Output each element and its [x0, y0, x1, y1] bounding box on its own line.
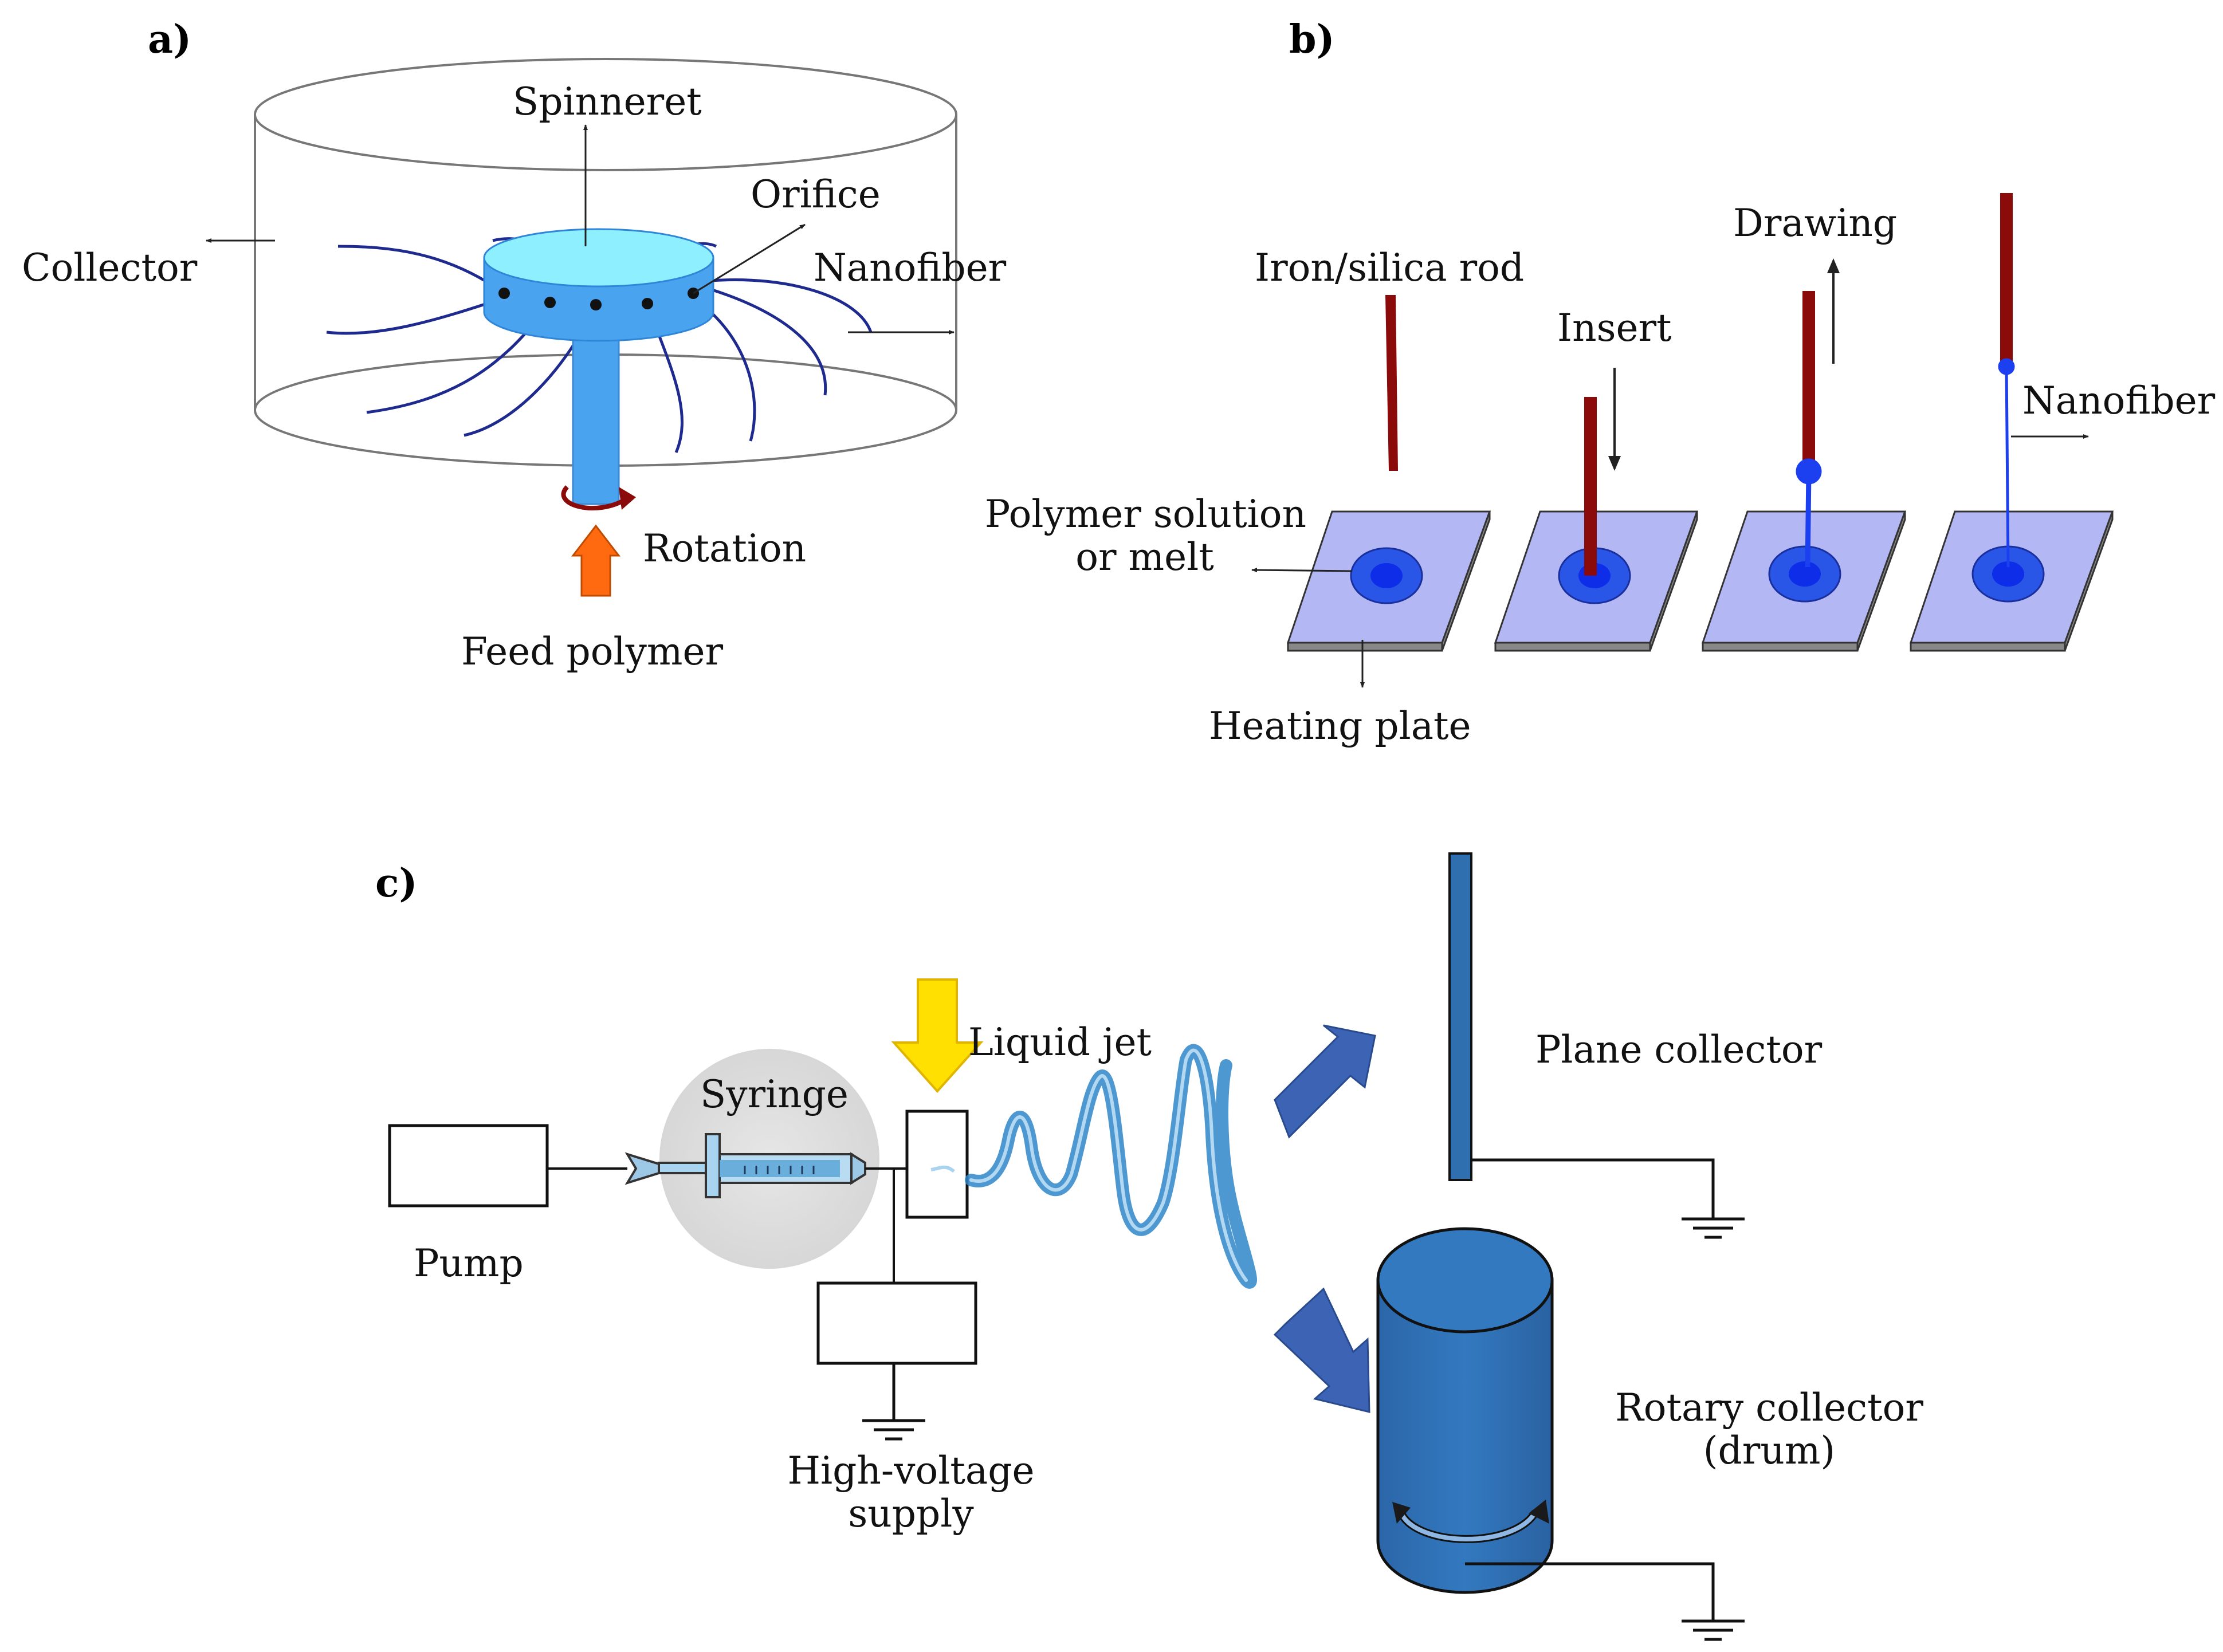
- feed-arrow-icon: [571, 524, 621, 597]
- polymer-solution-label-1: Polymer solution: [985, 492, 1306, 536]
- ground-icon-plane: [1471, 1158, 1745, 1239]
- heating-plate-label: Heating plate: [1209, 704, 1471, 748]
- rotary-collector-label-1: Rotary collector: [1615, 1386, 1923, 1430]
- panel-b: b): [985, 17, 2216, 748]
- rotary-drum-collector: [1376, 1227, 1554, 1594]
- nozzle-box: [905, 1110, 969, 1219]
- collector-label: Collector: [22, 246, 198, 290]
- liquid-jet-spiral: [965, 1044, 1257, 1289]
- high-voltage-label-2: supply: [848, 1492, 974, 1536]
- rotation-arrow-icon: [561, 485, 629, 511]
- insert-label: Insert: [1557, 306, 1672, 350]
- orifice-label: Orifice: [751, 172, 881, 217]
- high-voltage-supply-box: [816, 1281, 977, 1365]
- drawn-fibers: [1796, 358, 2015, 568]
- panel-c-label: c): [375, 860, 418, 906]
- syringe-label: Syringe: [700, 1072, 849, 1116]
- panel-b-label: b): [1289, 17, 1335, 62]
- ground-icon-drum: [1465, 1562, 1745, 1641]
- pump-label: Pump: [414, 1241, 524, 1285]
- liquid-jet-label: Liquid jet: [968, 1020, 1152, 1064]
- syringe-icon: [625, 1133, 866, 1198]
- spinneret-label: Spinneret: [513, 80, 702, 124]
- rotation-label: Rotation: [643, 526, 806, 571]
- arrow-to-drum-collector-icon: [1273, 1287, 1370, 1413]
- plane-collector-label: Plane collector: [1535, 1028, 1823, 1072]
- drawing-label: Drawing: [1733, 201, 1897, 245]
- nanofiber-label-b: Nanofiber: [2022, 379, 2216, 423]
- iron-silica-rods: [1385, 193, 2013, 576]
- liquid-jet-arrow-icon: [891, 978, 984, 1094]
- iron-silica-rod-label: Iron/silica rod: [1255, 246, 1524, 290]
- plane-collector: [1448, 852, 1472, 1181]
- arrow-to-plane-collector-icon: [1274, 1024, 1376, 1139]
- polymer-solution-label-2: or melt: [1075, 535, 1214, 579]
- pump-box: [388, 1124, 549, 1207]
- high-voltage-label-1: High-voltage: [787, 1449, 1034, 1493]
- rotary-collector-label-2: (drum): [1703, 1429, 1835, 1473]
- nanofiber-label-a: Nanofiber: [814, 246, 1007, 290]
- feed-polymer-label: Feed polymer: [461, 630, 724, 674]
- panel-c: c) Pump Syringe: [375, 852, 1923, 1641]
- spinneret: [483, 228, 714, 505]
- panel-a: a): [22, 17, 1007, 674]
- panel-a-label: a): [148, 17, 191, 62]
- ground-icon-hv: [862, 1363, 925, 1441]
